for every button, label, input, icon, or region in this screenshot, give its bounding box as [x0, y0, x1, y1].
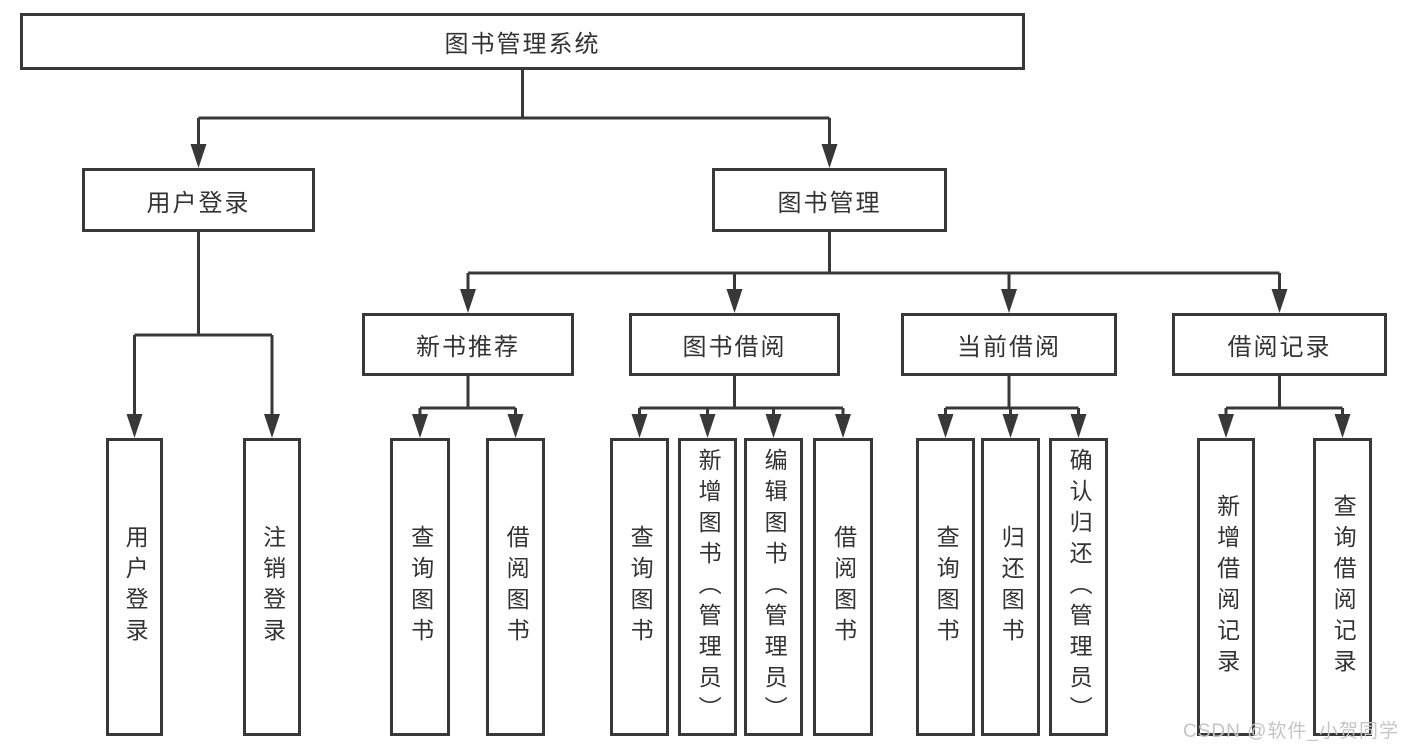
- leaf-confirm-return-admin: 确认归还（管理员）: [1049, 438, 1108, 736]
- node-label: 当前借阅: [957, 334, 1061, 361]
- node-label: 图书借阅: [682, 334, 787, 361]
- leaf-query-books-borrow: 查询图书: [610, 438, 669, 736]
- node-label: 用户登录: [146, 189, 251, 217]
- node-label: 图书管理系统: [444, 31, 601, 58]
- node-borrow-records: 借阅记录: [1172, 313, 1387, 376]
- node-label: 借阅记录: [1227, 334, 1332, 361]
- node-current-borrow: 当前借阅: [901, 313, 1117, 376]
- node-label: 注销登录: [259, 525, 286, 649]
- leaf-query-borrow-record: 查询借阅记录: [1313, 438, 1372, 736]
- node-user-login-branch: 用户登录: [82, 168, 315, 232]
- node-label: 新增借阅记录: [1213, 494, 1240, 680]
- node-label: 借阅图书: [503, 525, 530, 649]
- leaf-add-books-admin: 新增图书（管理员）: [678, 438, 737, 736]
- leaf-add-borrow-record: 新增借阅记录: [1197, 438, 1255, 736]
- node-label: 确认归还（管理员）: [1066, 447, 1093, 727]
- leaf-borrow-books-recommend: 借阅图书: [486, 438, 545, 736]
- node-label: 查询图书: [407, 525, 434, 649]
- node-label: 查询图书: [627, 525, 654, 649]
- leaf-return-books: 归还图书: [981, 438, 1040, 736]
- node-label: 查询借阅记录: [1330, 494, 1357, 680]
- leaf-edit-books-admin: 编辑图书（管理员）: [744, 438, 803, 736]
- node-label: 用户登录: [122, 525, 149, 649]
- node-label: 新书推荐: [416, 334, 520, 361]
- node-label: 图书管理: [777, 189, 882, 217]
- node-book-borrow: 图书借阅: [629, 313, 840, 376]
- leaf-logout: 注销登录: [243, 438, 301, 736]
- leaf-borrow-books: 借阅图书: [813, 438, 873, 736]
- leaf-query-books-current: 查询图书: [916, 438, 975, 736]
- node-label: 查询图书: [933, 525, 960, 649]
- csdn-watermark: CSDN @软件_小贺同学: [1183, 721, 1399, 742]
- node-label: 借阅图书: [830, 525, 857, 649]
- node-new-book-recommend: 新书推荐: [362, 313, 574, 376]
- arrowheads: [126, 144, 1351, 438]
- node-label: 新增图书（管理员）: [695, 447, 722, 727]
- node-book-management-branch: 图书管理: [712, 168, 947, 232]
- leaf-query-books-recommend: 查询图书: [390, 438, 450, 736]
- connector-paths: [133, 70, 1344, 418]
- node-label: 归还图书: [998, 525, 1025, 649]
- node-label: 编辑图书（管理员）: [761, 447, 788, 727]
- node-system-root: 图书管理系统: [20, 13, 1025, 70]
- leaf-user-login: 用户登录: [106, 438, 163, 736]
